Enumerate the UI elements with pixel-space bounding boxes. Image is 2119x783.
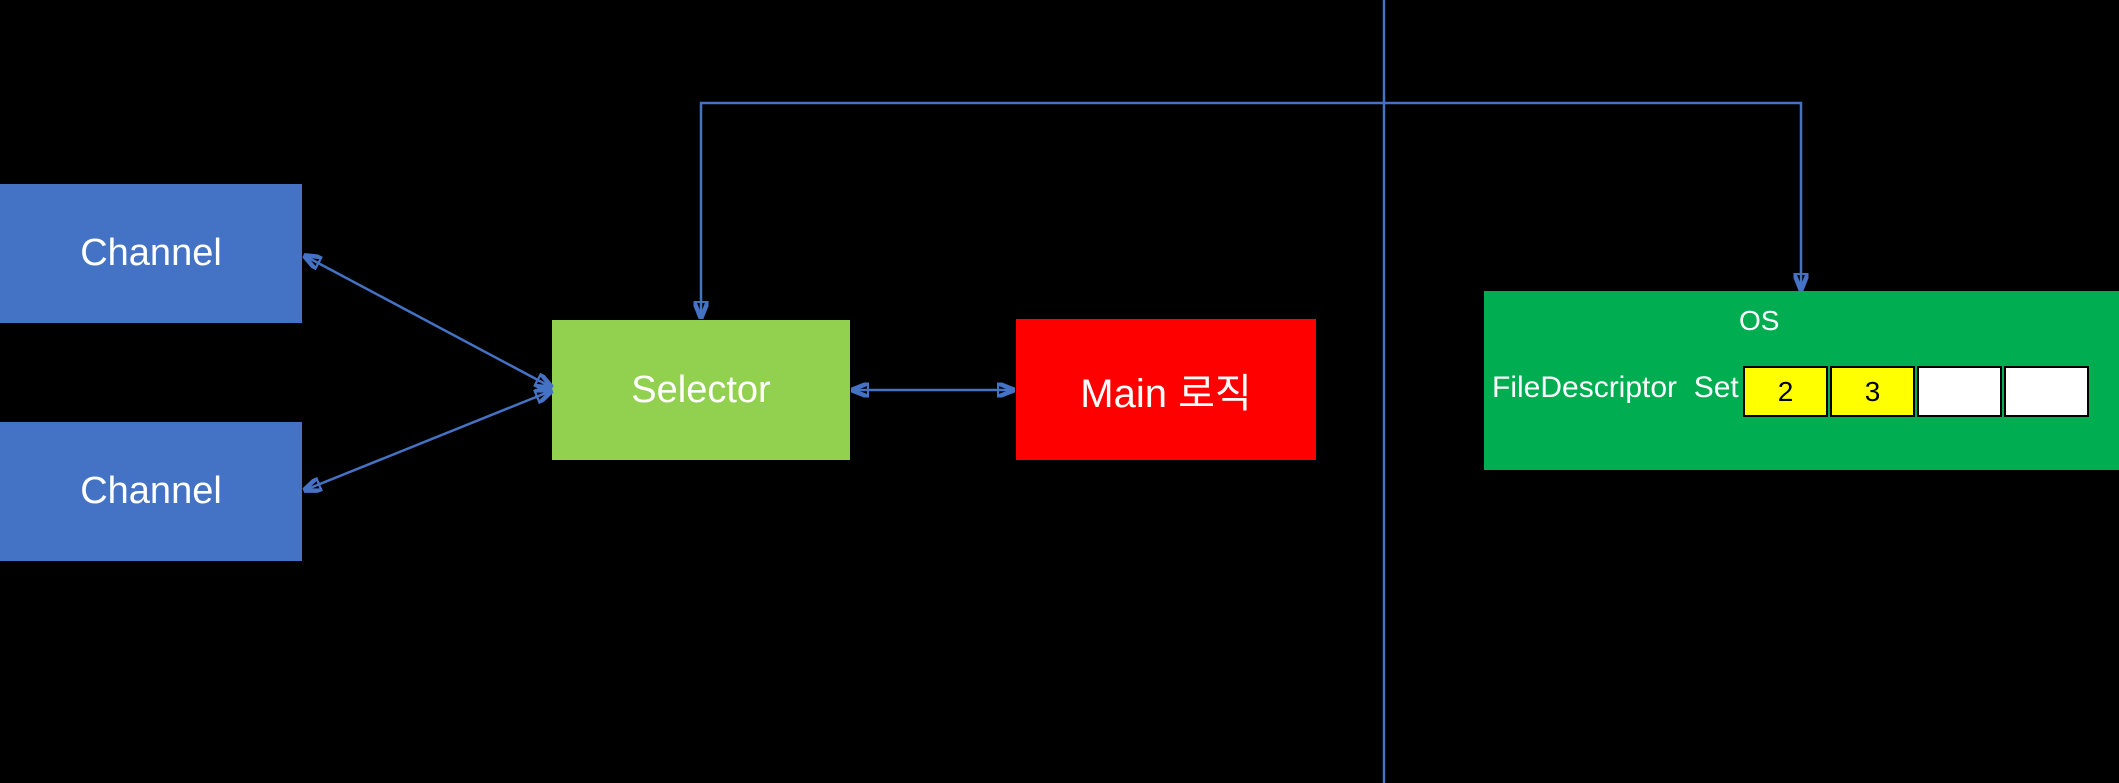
main-logic-label: Main 로직: [1080, 371, 1252, 416]
selector-label: Selector: [631, 368, 771, 411]
main-logic-box: Main 로직: [1016, 319, 1316, 460]
os-title: OS: [1739, 305, 1780, 336]
fd-cell-0: 2: [1743, 366, 1828, 417]
channel-1-label: Channel: [80, 232, 222, 274]
channel-2-selector-arrow: [305, 391, 551, 490]
fd-cell-3: [2004, 366, 2089, 417]
channel-1-box: Channel: [0, 184, 302, 323]
selector-os-elbow-arrow: [701, 101, 1801, 317]
file-descriptor-set-label: FileDescriptor Set: [1492, 371, 1739, 404]
channel-1-selector-arrow: [305, 256, 551, 387]
fd-cell-2: [1917, 366, 2002, 417]
channel-2-label: Channel: [80, 470, 222, 512]
channel-2-box: Channel: [0, 422, 302, 561]
os-box: OS FileDescriptor Set 2 3: [1484, 291, 2119, 470]
fd-cell-1: 3: [1830, 366, 1915, 417]
file-descriptor-set-cells: 2 3: [1743, 366, 2089, 417]
selector-box: Selector: [552, 320, 850, 460]
